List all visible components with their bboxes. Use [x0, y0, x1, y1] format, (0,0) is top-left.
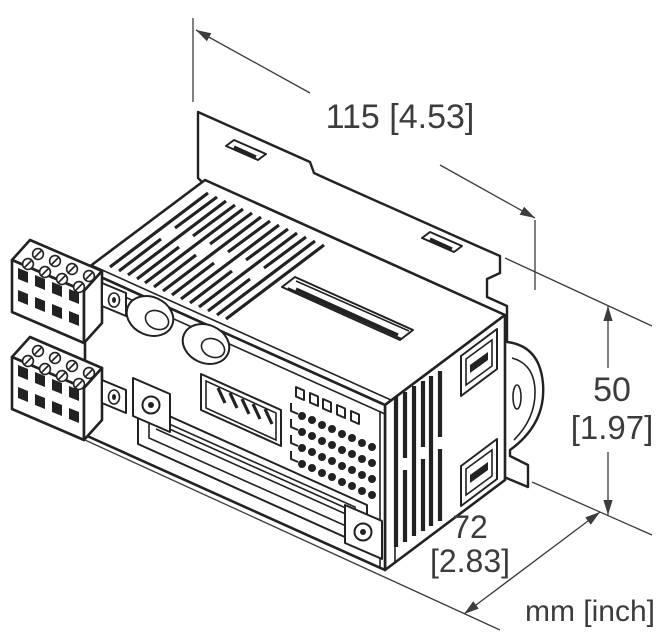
dimension-width: 115 [4.53]: [192, 18, 536, 290]
small-connector: [200, 373, 282, 447]
card-edge-connector: [132, 377, 383, 560]
connector-screw-right: [344, 504, 383, 560]
led-indicators: [290, 386, 376, 499]
depth-dim-label-inch: [2.83]: [430, 543, 510, 579]
front-panel: [125, 295, 383, 560]
terminal-wire-holes: [18, 268, 79, 326]
din-clip-slot: [512, 384, 522, 410]
depth-dim-label-mm: 72: [452, 509, 488, 545]
depth-extension-line-front: [84, 439, 501, 631]
side-slot-bottom: [460, 438, 498, 507]
depth-dim-line: [463, 511, 601, 615]
terminal-block-upper: [10, 238, 104, 345]
depth-arrow-left: [464, 601, 479, 614]
din-clip-inner-arc: [511, 357, 536, 441]
side-vent-grille: [393, 371, 443, 547]
width-dim-line: [195, 29, 536, 219]
mounting-tab-upper: [101, 282, 127, 317]
height-dim-label-inch: [1.97]: [571, 409, 654, 446]
round-knob-left: [125, 295, 175, 337]
dimension-height: 50 [1.97]: [504, 257, 654, 536]
depth-arrow-right: [585, 512, 600, 525]
plate-slot-left: [225, 139, 267, 161]
units-label: mm [inch]: [525, 595, 655, 628]
height-dim-label-mm: 50: [593, 371, 631, 409]
width-arrow-left: [196, 30, 212, 42]
top-vent-grille: [109, 191, 325, 321]
dimension-depth: 72 [2.83]: [84, 439, 601, 631]
top-slot: [281, 276, 414, 341]
round-knob-right: [181, 323, 231, 365]
side-slot-top: [460, 328, 498, 397]
height-arrow-top: [603, 306, 613, 321]
connector-screw-left: [132, 377, 171, 433]
plate-slot-right: [421, 231, 463, 253]
led-dot-matrix: [298, 412, 376, 499]
height-extension-line-bottom: [531, 481, 653, 536]
top-bevel-line: [90, 264, 392, 401]
terminal-screws: [21, 247, 96, 294]
height-arrow-bottom: [603, 500, 613, 515]
height-extension-line-top: [504, 257, 653, 327]
width-dim-label: 115 [4.53]: [326, 98, 475, 136]
width-arrow-right: [519, 206, 535, 218]
